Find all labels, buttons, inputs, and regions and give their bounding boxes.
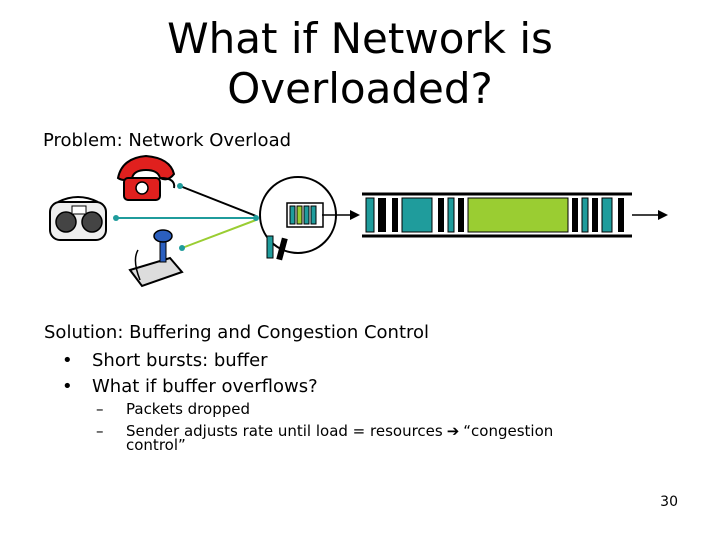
phone-link — [179, 185, 257, 217]
bullet-marker: • — [62, 350, 73, 371]
joystick-icon — [128, 229, 184, 288]
solution-label: Solution: Buffering and Congestion Contr… — [44, 322, 430, 343]
title-line-2: Overloaded? — [227, 64, 493, 113]
boombox-icon — [49, 196, 107, 241]
link-node — [177, 183, 183, 189]
bullet-item: • Short bursts: buffer — [62, 348, 318, 374]
problem-label: Problem: Network Overload — [43, 130, 292, 151]
subbullet-text: “congestion — [463, 422, 554, 440]
subbullet-text: Packets dropped — [126, 400, 250, 418]
link-node — [253, 215, 259, 221]
bullet-marker: • — [62, 376, 73, 397]
link-node — [113, 215, 119, 221]
slide-title: What if Network is Overloaded? — [120, 14, 600, 114]
output-link — [362, 192, 632, 238]
subbullet-continuation: control” — [126, 436, 186, 454]
telephone-icon — [116, 154, 176, 201]
subbullet-item: – Sender adjusts rate until load = resour… — [96, 420, 553, 442]
bullet-text: What if buffer overflows? — [92, 376, 318, 397]
joystick-link — [181, 219, 257, 249]
bullet-text: Short bursts: buffer — [92, 350, 268, 371]
dropped-packet — [276, 237, 288, 261]
network-diagram — [49, 154, 668, 288]
link-node — [179, 245, 185, 251]
router-queue — [286, 202, 324, 228]
dropped-packet — [266, 235, 274, 259]
subbullet-item: – Packets dropped — [96, 398, 553, 420]
subbullet-marker: – — [96, 400, 104, 418]
right-arrow-icon: ➔ — [446, 422, 460, 440]
subbullet-list: – Packets dropped – Sender adjusts rate un… — [96, 398, 553, 454]
bullet-list: • Short bursts: buffer • What if buffer ov… — [62, 348, 318, 400]
title-line-1: What if Network is — [167, 14, 553, 63]
subbullet-marker: – — [96, 422, 104, 440]
page-number: 30 — [660, 494, 678, 510]
bullet-item: • What if buffer overflows? — [62, 374, 318, 400]
subbullet-text: Sender adjusts rate until load = resourc… — [126, 422, 443, 440]
